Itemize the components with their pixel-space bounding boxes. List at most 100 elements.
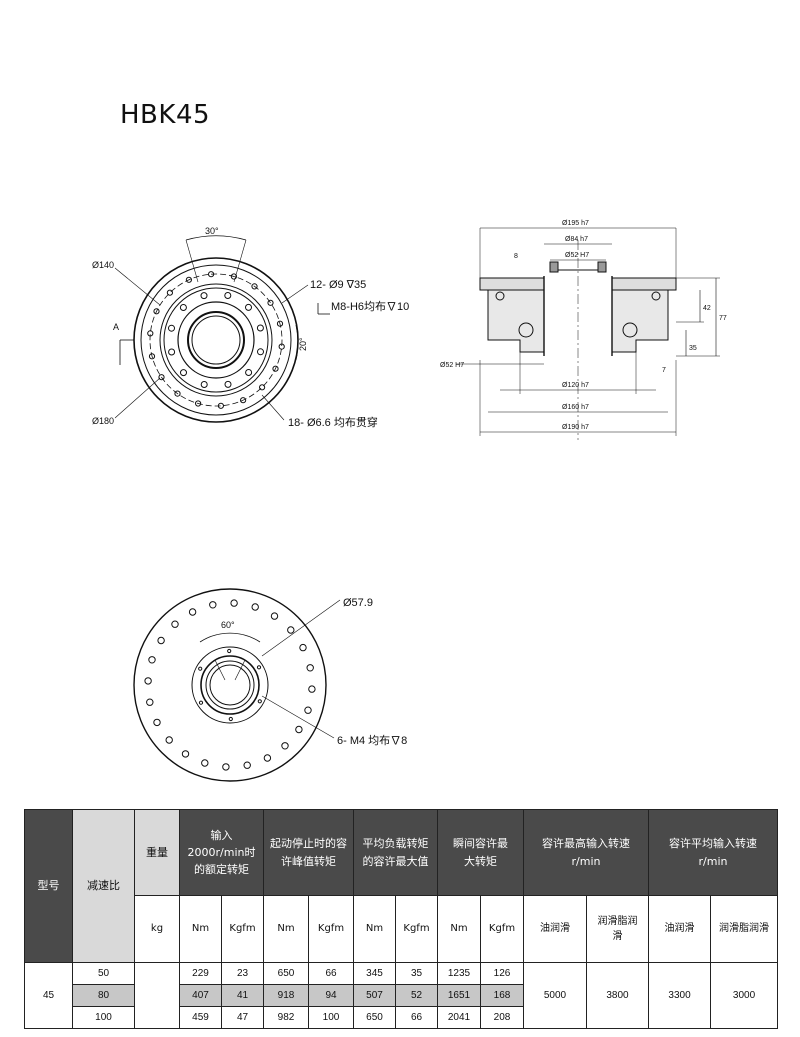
- bolt-hole: [208, 271, 215, 278]
- cell-avg-kgfm: 35: [395, 962, 438, 985]
- header-model: 型号: [24, 809, 73, 963]
- bolt-hole: [198, 700, 204, 705]
- spec-table: 型号 减速比 重量 输入2000r/min时的额定转矩 起动停止时的容许峰值转矩…: [24, 809, 779, 1029]
- cell-mom-kgfm: 168: [480, 984, 524, 1007]
- section-mark-label: A: [113, 322, 119, 332]
- bolt-hole: [224, 292, 232, 299]
- len-77-label: 77: [719, 315, 727, 322]
- bolt-hole: [217, 402, 224, 409]
- bolt-hole: [240, 397, 247, 404]
- bolt-hole: [195, 400, 202, 407]
- bolt-hole: [230, 599, 238, 607]
- cell-avg-kgfm: 66: [395, 1006, 438, 1029]
- unit-nm: Nm: [263, 895, 309, 963]
- header-ratio: 减速比: [72, 809, 135, 963]
- bolt-hole: [166, 289, 173, 296]
- cell-avg-kgfm: 52: [395, 984, 438, 1007]
- unit-oil-lube: 油润滑: [648, 895, 712, 963]
- bolt-hole: [144, 677, 152, 685]
- bolt-hole: [180, 369, 187, 377]
- bolt-hole: [243, 761, 251, 769]
- len-7-label: 7: [662, 367, 666, 374]
- cell-avg-grease: 3000: [710, 962, 779, 1029]
- bolt-hole: [259, 384, 266, 391]
- cell-start-kgfm: 100: [308, 1006, 354, 1029]
- bolt-hole: [270, 612, 279, 620]
- cell-start-kgfm: 66: [308, 962, 354, 985]
- cell-mom-nm: 1651: [437, 984, 481, 1007]
- bolt-hole: [185, 276, 192, 283]
- bolt-hole: [168, 348, 176, 356]
- bolt-hole: [230, 273, 237, 280]
- bolt-hole: [224, 380, 232, 388]
- cell-mom-nm: 2041: [437, 1006, 481, 1029]
- angle-20-label: 20°: [298, 337, 308, 351]
- d160-label: Ø160 h7: [562, 404, 589, 411]
- thread-m8-callout: M8-H6均布∇10: [331, 300, 409, 313]
- bolt-hole: [276, 320, 284, 327]
- dia-579-label: Ø57.9: [343, 597, 373, 609]
- cell-mom-nm: 1235: [437, 962, 481, 985]
- cell-mom-kgfm: 208: [480, 1006, 524, 1029]
- bolt-hole: [263, 754, 272, 762]
- unit-kg: kg: [134, 895, 180, 963]
- cell-start-nm: 918: [263, 984, 309, 1007]
- bolt-hole: [179, 304, 187, 311]
- bolt-hole: [245, 303, 252, 311]
- header-rated-torque: 输入2000r/min时的额定转矩: [179, 809, 264, 896]
- section-view: [456, 227, 720, 440]
- cell-rated-kgfm: 47: [221, 1006, 264, 1029]
- unit-nm: Nm: [353, 895, 396, 963]
- d84-label: Ø84 h7: [565, 236, 588, 243]
- header-start-stop-torque: 起动停止时的容许峰值转矩: [263, 809, 354, 896]
- bolt-hole: [174, 390, 181, 397]
- cell-start-nm: 650: [263, 962, 309, 985]
- bolt-hole: [245, 369, 253, 376]
- cell-rated-kgfm: 23: [221, 962, 264, 985]
- bolt-hole: [201, 759, 209, 767]
- bolt-hole: [257, 348, 264, 356]
- bolt-hole: [295, 725, 303, 734]
- cell-start-kgfm: 94: [308, 984, 354, 1007]
- header-max-input-speed: 容许最高输入转速r/min: [522, 809, 650, 896]
- bolt-hole: [228, 716, 233, 722]
- unit-grease-lube: 润滑脂润滑: [710, 895, 779, 963]
- cell-rated-nm: 459: [179, 1006, 222, 1029]
- len-8-label: 8: [514, 253, 518, 260]
- d190-label: Ø190 h7: [562, 424, 589, 431]
- bolt-hole: [227, 648, 232, 654]
- bolt-hole: [146, 698, 154, 706]
- unit-oil-lube: 油润滑: [523, 895, 587, 963]
- bolt-hole: [278, 343, 285, 350]
- bolt-hole: [165, 736, 173, 744]
- bolt-hole: [200, 381, 208, 388]
- rear-bolt-holes: [144, 599, 316, 771]
- bolt-hole: [153, 308, 160, 315]
- unit-kgfm: Kgfm: [395, 895, 438, 963]
- bolt-hole: [198, 666, 203, 671]
- unit-nm: Nm: [179, 895, 222, 963]
- cell-mom-kgfm: 126: [480, 962, 524, 985]
- header-weight: 重量: [134, 809, 180, 896]
- d195-label: Ø195 h7: [562, 220, 589, 227]
- bolt-hole: [256, 324, 264, 332]
- bolt-hole: [299, 643, 307, 652]
- rear-view: [133, 588, 341, 782]
- angle-30-label: 30°: [205, 226, 219, 236]
- bolt-hole: [153, 718, 161, 727]
- header-avg-load-torque: 平均负载转矩的容许最大值: [353, 809, 438, 896]
- d120-label: Ø120 h7: [562, 382, 589, 389]
- cell-max-grease: 3800: [585, 962, 650, 1029]
- cell-ratio: 80: [72, 984, 135, 1007]
- angle-60-label: 60°: [221, 620, 235, 630]
- bolt-hole: [272, 365, 279, 372]
- bolt-hole: [281, 742, 289, 750]
- bolt-hole: [267, 299, 274, 306]
- bolt-hole: [209, 601, 217, 609]
- bolt-holes: [147, 271, 285, 409]
- holes-12-callout: 12- Ø9 ∇35: [310, 279, 366, 291]
- bolt-hole: [257, 699, 262, 704]
- cell-rated-nm: 229: [179, 962, 222, 985]
- bolt-hole: [181, 750, 190, 758]
- cell-ratio: 100: [72, 1006, 135, 1029]
